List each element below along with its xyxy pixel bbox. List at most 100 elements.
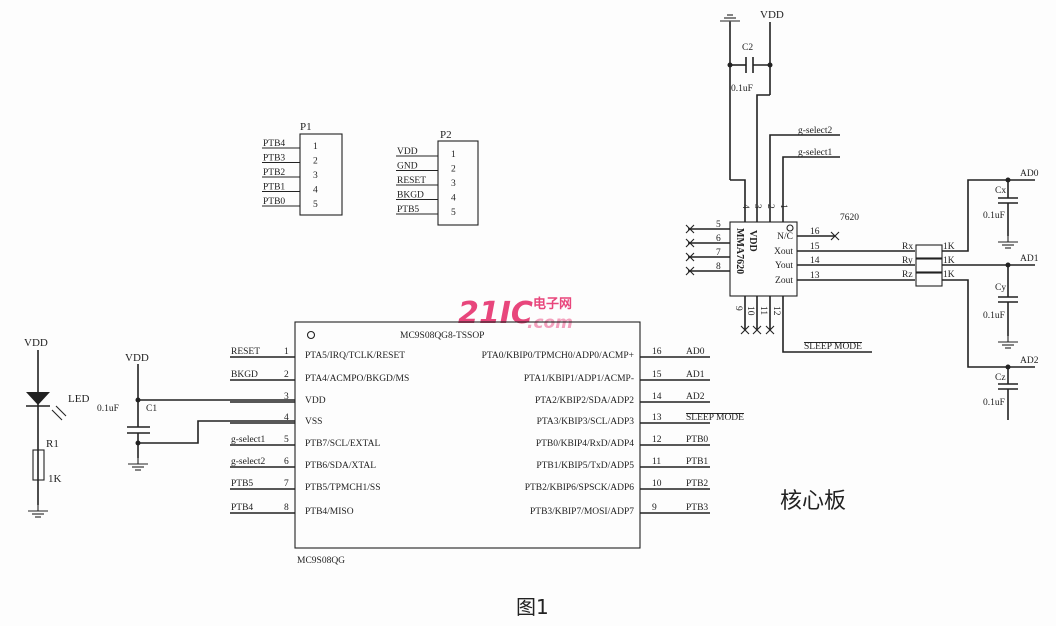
accel-pin-number: 16 (810, 227, 820, 237)
mcu-net-label: SLEEP MODE (686, 413, 744, 423)
accel-pin-number: 9 (733, 306, 743, 311)
led-diode-icon (26, 392, 50, 405)
mcu-pin-number: 9 (652, 503, 657, 513)
header-net-label: VDD (397, 147, 418, 157)
no-connect-icon (685, 266, 695, 276)
svg-text:LED: LED (68, 393, 89, 405)
header-pin-number: 1 (313, 142, 318, 152)
mcu-pin-name: PTA0/KBIP0/TPMCH0/ADP0/ACMP+ (482, 351, 634, 361)
accel-pin-number: 4 (740, 204, 750, 209)
no-connect-icon (685, 224, 695, 234)
mcu-pin-number: 15 (652, 370, 662, 380)
mcu-pin-name: PTA1/KBIP1/ADP1/ACMP- (524, 374, 634, 384)
svg-text:MC9S08QG: MC9S08QG (297, 556, 345, 566)
filter-cap-ref: Cx (995, 186, 1006, 196)
svg-text:1K: 1K (48, 473, 62, 485)
mcu-pin-name: PTA5/IRQ/TCLK/RESET (305, 351, 405, 361)
mcu-pin-name: PTB3/KBIP7/MOSI/ADP7 (530, 507, 634, 517)
accel-pin-name: N/C (777, 232, 793, 242)
header-net-label: PTB0 (263, 197, 285, 207)
svg-text:C2: C2 (742, 43, 753, 53)
accel-pin-number: 11 (758, 306, 768, 315)
svg-text:VDD: VDD (24, 337, 48, 349)
mcu-pin-number: 8 (284, 503, 289, 513)
figure-caption: 图1 (516, 595, 549, 619)
mcu-pin-name: VSS (305, 417, 322, 427)
header-net-label: BKGD (397, 191, 424, 201)
svg-text:.com: .com (527, 313, 573, 333)
accel-pin-number: 7 (716, 248, 721, 258)
header-net-label: PTB5 (397, 205, 419, 215)
mcu-net-label: g-select1 (231, 435, 266, 445)
mcu-pin-name: PTB4/MISO (305, 507, 354, 517)
mcu-pin-number: 12 (652, 435, 662, 445)
svg-text:R1: R1 (46, 438, 59, 450)
filter-cap-ref: Cy (995, 283, 1006, 293)
svg-text:g-select1: g-select1 (798, 148, 833, 158)
svg-text:7620: 7620 (840, 213, 859, 223)
accel-pin-number: 12 (771, 306, 781, 316)
header-pin-number: 5 (313, 200, 318, 210)
mcu-pin-name: PTB2/KBIP6/SPSCK/ADP6 (525, 483, 635, 493)
header-net-label: PTB1 (263, 183, 285, 193)
mcu-pin-number: 4 (284, 413, 289, 423)
header-net-label: PTB4 (263, 139, 285, 149)
svg-text:C1: C1 (146, 404, 157, 414)
svg-text:g-select2: g-select2 (798, 126, 833, 136)
mcu-net-label: PTB0 (686, 435, 708, 445)
svg-text:MC9S08QG8-TSSOP: MC9S08QG8-TSSOP (400, 331, 484, 341)
svg-text:21IC: 21IC (458, 296, 533, 331)
resistor-ref: Ry (902, 256, 913, 266)
header-pin-number: 1 (451, 150, 456, 160)
mcu-pin-number: 7 (284, 479, 289, 489)
mcu-net-label: PTB4 (231, 503, 253, 513)
svg-text:电子网: 电子网 (533, 296, 572, 312)
accel-pin-name: Yout (775, 261, 793, 271)
resistor-ref: Rx (902, 242, 913, 252)
header-net-label: GND (397, 162, 418, 172)
mcu-pin-number: 11 (652, 457, 661, 467)
mcu-pin-number: 10 (652, 479, 662, 489)
accel-pin-number: 1 (778, 204, 788, 209)
svg-text:VDD: VDD (747, 230, 758, 252)
svg-text:P1: P1 (300, 121, 312, 133)
filter-net-label: AD2 (1020, 356, 1039, 366)
filter-net-label: AD0 (1020, 169, 1039, 179)
filter-cap-value: 0.1uF (983, 311, 1005, 321)
header-net-label: PTB2 (263, 168, 285, 178)
mcu-net-label: PTB1 (686, 457, 708, 467)
filter-net-label: AD1 (1020, 254, 1039, 264)
mcu-pin-name: PTB5/TPMCH1/SS (305, 483, 381, 493)
mcu-pin-name: PTA3/KBIP3/SCL/ADP3 (537, 417, 635, 427)
accelerometer-mma7620: MMA7620 VDD 7620 VDD C2 0.1uF g-select2 … (685, 9, 1039, 420)
mcu-pin-number: 14 (652, 392, 662, 402)
svg-text:MMA7620: MMA7620 (734, 228, 745, 274)
header-pin-number: 5 (451, 208, 456, 218)
filter-cap-ref: Cz (995, 373, 1006, 383)
accel-pin-number: 8 (716, 262, 721, 272)
header-net-label: PTB3 (263, 154, 285, 164)
header-pin-number: 3 (313, 171, 318, 181)
accel-pin-number: 10 (745, 306, 755, 316)
mcu-pin-number: 3 (284, 392, 289, 402)
no-connect-icon (752, 325, 762, 335)
mcu-net-label: AD2 (686, 392, 705, 402)
mcu-net-label: PTB3 (686, 503, 708, 513)
mcu-pin-name: PTB1/KBIP5/TxD/ADP5 (536, 461, 634, 471)
mcu-pin-name: PTB7/SCL/EXTAL (305, 439, 380, 449)
no-connect-icon (765, 325, 775, 335)
watermark: 21IC 电子网 .com (458, 296, 573, 333)
svg-text:0.1uF: 0.1uF (731, 84, 753, 94)
mcu-pin-number: 5 (284, 435, 289, 445)
accel-pin-number: 13 (810, 271, 820, 281)
mcu-net-label: PTB2 (686, 479, 708, 489)
mcu-net-label: RESET (231, 347, 260, 357)
accel-pin-number: 2 (765, 204, 775, 209)
header-pin-number: 4 (451, 194, 456, 204)
filter-cap-value: 0.1uF (983, 211, 1005, 221)
